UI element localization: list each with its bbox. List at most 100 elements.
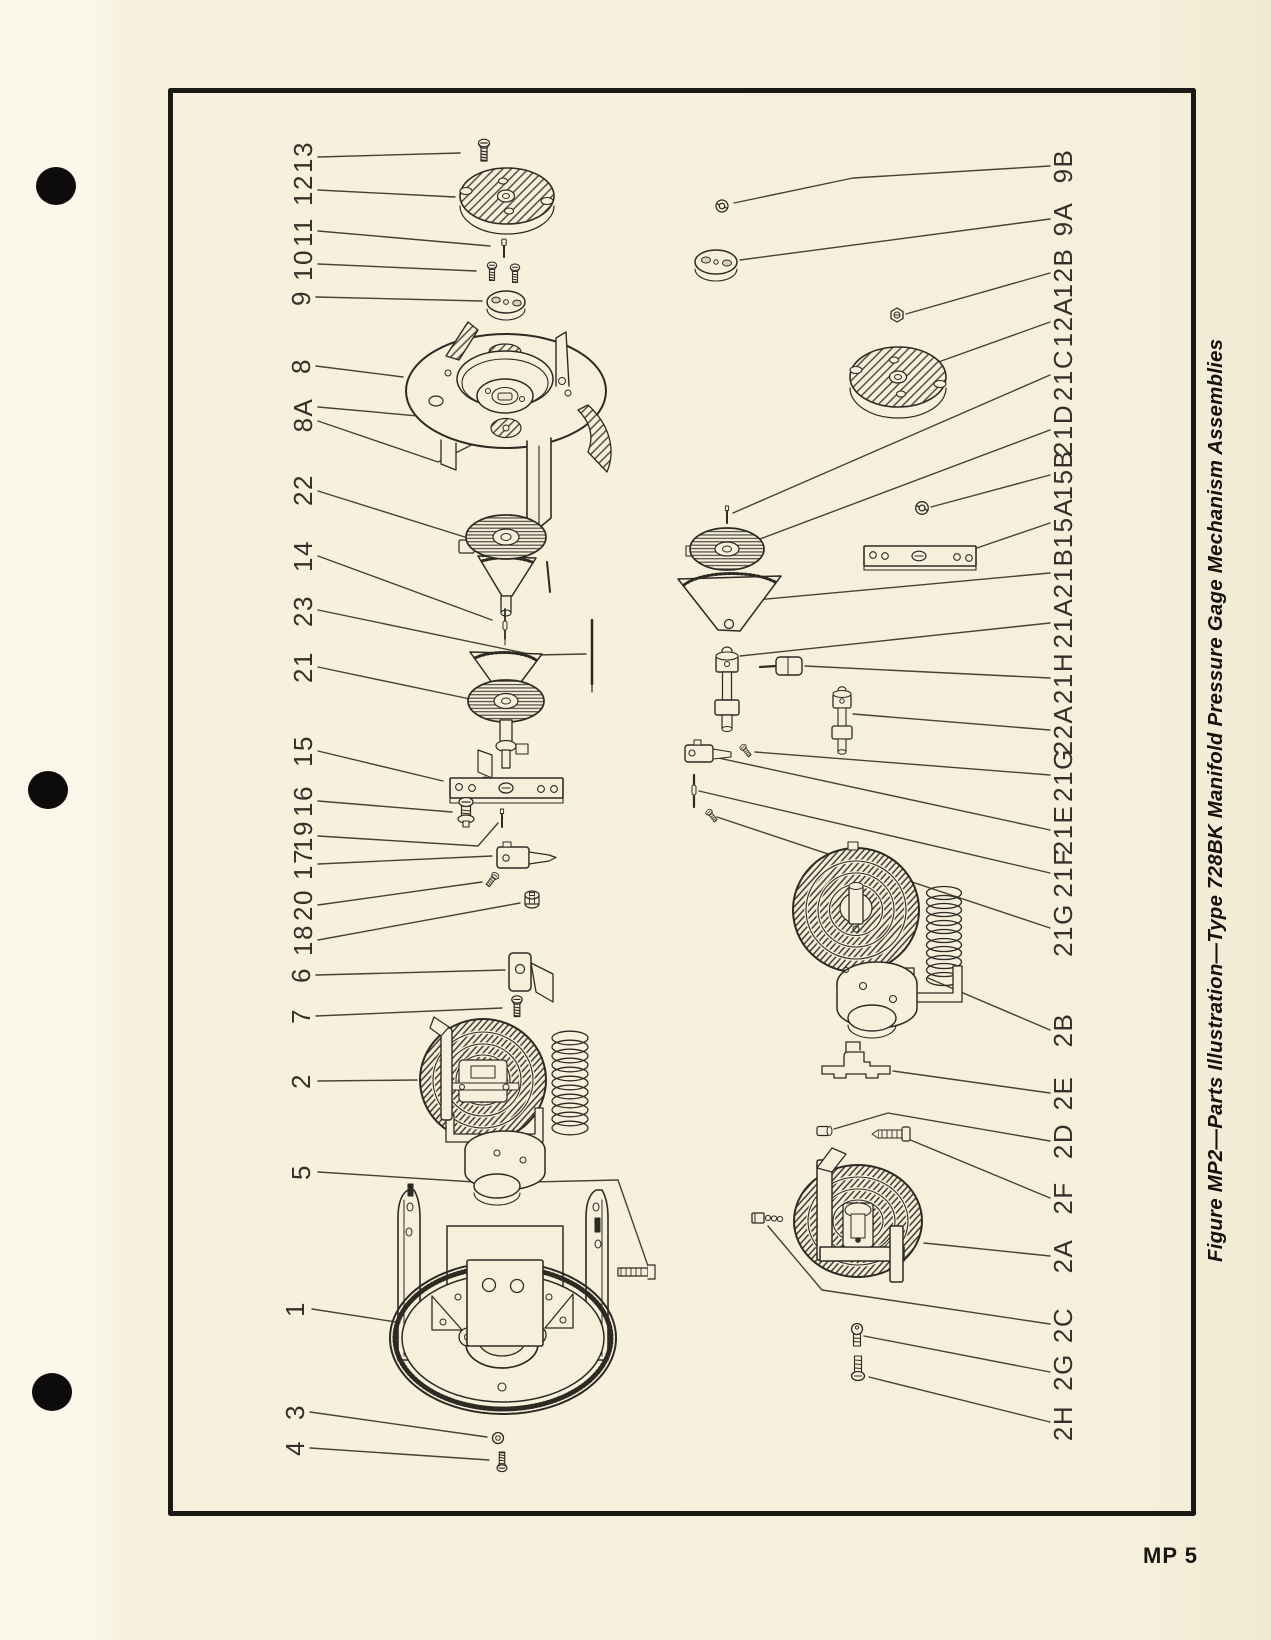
callout-2D: 2D [1048, 1123, 1078, 1159]
part-screw-16 [457, 796, 475, 828]
part-bushing-21H [758, 656, 803, 676]
part-adjuster-2C [751, 1212, 784, 1224]
part-nut-9B [715, 199, 729, 213]
callout-3: 3 [280, 1404, 310, 1420]
part-plate-9A [694, 249, 738, 282]
callout-1: 1 [280, 1301, 310, 1317]
part-staff-22A [831, 686, 853, 755]
callout-2G: 2G [1048, 1353, 1078, 1391]
callout-7: 7 [286, 1008, 316, 1024]
part-bridge-bar-15 [449, 777, 564, 804]
part-pin-11 [501, 238, 507, 258]
callout-18: 18 [288, 924, 318, 956]
callout-11: 11 [288, 217, 318, 247]
callout-21H: 21H [1048, 652, 1078, 704]
callout-21D: 21D [1048, 404, 1078, 456]
part-sleeve-2D [816, 1125, 833, 1137]
part-nut-15B [915, 501, 929, 515]
callout-15: 15 [288, 735, 318, 767]
callout-14: 14 [288, 540, 318, 572]
callout-9: 9 [286, 290, 316, 306]
callout-22: 22 [288, 474, 318, 506]
coil-spring-2 [551, 1030, 589, 1136]
part-hex-nut-12B [890, 307, 904, 323]
punch-hole-middle [28, 771, 68, 809]
callout-19: 19 [288, 820, 318, 852]
callout-13: 13 [288, 141, 318, 173]
right-leader-lines [698, 165, 1051, 1423]
part-pin-21C [724, 505, 730, 524]
callout-6: 6 [286, 967, 316, 983]
punch-hole-top [36, 167, 76, 205]
part-diaphragm-assembly-2A [793, 1147, 923, 1283]
callout-2C: 2C [1048, 1307, 1078, 1343]
callout-2H: 2H [1048, 1405, 1078, 1441]
part-screw-2H [850, 1355, 866, 1382]
callout-21F: 21F [1048, 848, 1078, 897]
part-main-frame-1 [389, 1183, 617, 1415]
part-screw-13 [477, 138, 491, 162]
left-leader-lines [309, 152, 649, 1461]
part-needle-14 [502, 608, 508, 646]
part-threaded-stud-5 [617, 1264, 656, 1280]
callout-labels-right: 9B 9A 12B 12A 21C 21D 15B 15A 21B 21A 21… [1048, 149, 1078, 1442]
callout-2: 2 [286, 1073, 316, 1089]
callout-2F: 2F [1048, 1181, 1078, 1214]
callout-21A: 21A [1048, 598, 1078, 649]
part-staff-block-17 [496, 841, 557, 869]
part-top-plate-12A [849, 346, 947, 419]
callout-21: 21 [288, 651, 318, 683]
part-screw-20 [484, 870, 501, 889]
part-rocker-assembly-22 [458, 514, 551, 617]
part-screw-7 [511, 995, 523, 1018]
callout-12B: 12B [1048, 248, 1078, 299]
callout-2B: 2B [1048, 1013, 1078, 1048]
callout-12: 12 [288, 174, 318, 206]
callout-5: 5 [286, 1164, 316, 1180]
part-ball-screw-2G [850, 1322, 864, 1347]
part-sector-assembly-21 [467, 650, 545, 786]
part-pin-19 [499, 808, 505, 828]
part-top-plate-12 [459, 167, 555, 235]
figure-border-frame [168, 88, 1196, 1516]
callout-15A: 15A [1048, 498, 1078, 549]
callout-21C: 21C [1048, 349, 1078, 401]
part-plate-9 [486, 290, 526, 321]
leader-lines [309, 152, 1051, 1461]
part-hairspring-drum-21D [685, 527, 765, 571]
part-diaphragm-assembly-2 [419, 1016, 589, 1206]
callout-21G-1: 21G [1048, 748, 1078, 802]
callout-21B: 21B [1048, 548, 1078, 599]
callout-2A: 2A [1048, 1239, 1078, 1274]
part-anchor-block-21E [684, 739, 732, 763]
callout-12A: 12A [1048, 297, 1078, 348]
part-washer-3 [491, 1431, 505, 1445]
part-screw-21G-second [704, 807, 719, 824]
callout-17: 17 [288, 848, 318, 880]
callout-labels-left: 13 12 11 10 9 8 8A 22 14 23 21 15 16 19 … [280, 141, 318, 1456]
callout-4: 4 [280, 1440, 310, 1456]
punch-hole-bottom [32, 1373, 72, 1411]
page-number: MP 5 [1143, 1543, 1198, 1568]
figure-caption: Figure MP2—Parts Illustration—Type 728BK… [1204, 338, 1227, 1262]
part-screw-2F [871, 1126, 911, 1142]
callout-16: 16 [288, 785, 318, 817]
part-bridge-bar-15A [863, 545, 977, 571]
callout-2E: 2E [1048, 1076, 1078, 1111]
callout-8: 8 [286, 358, 316, 374]
callout-15B: 15B [1048, 450, 1078, 501]
part-sector-gear-21B [677, 572, 782, 632]
part-screw-21G-first [738, 742, 753, 759]
part-clip-2E [821, 1041, 891, 1079]
callout-9B: 9B [1048, 149, 1078, 184]
part-mechanism-plate-8 [405, 321, 612, 529]
part-staff-21A [714, 646, 740, 732]
part-bracket-6 [508, 952, 554, 1003]
callout-21E: 21E [1048, 805, 1078, 856]
part-diaphragm-assembly-2B [792, 841, 963, 1039]
part-screws-10 [486, 261, 521, 284]
callout-10: 10 [288, 249, 318, 281]
callout-23: 23 [288, 595, 318, 627]
